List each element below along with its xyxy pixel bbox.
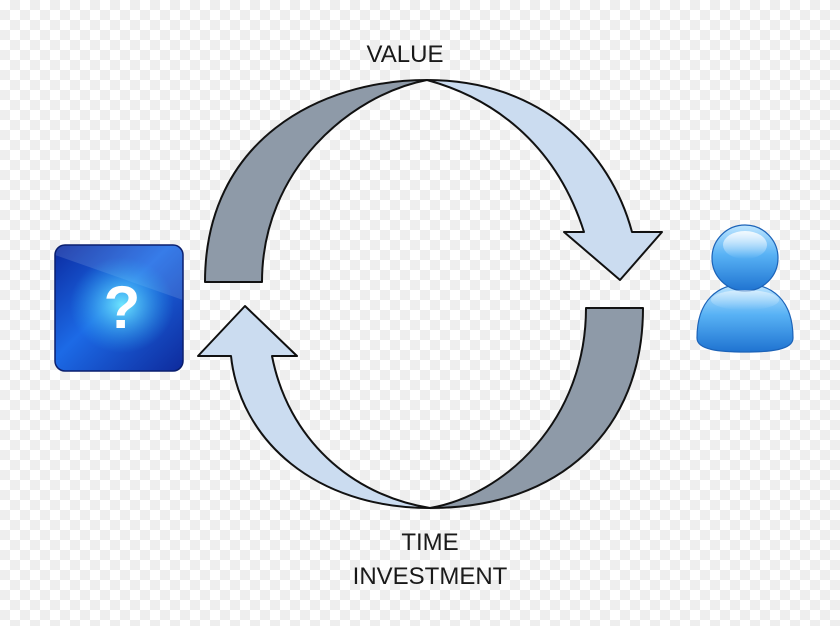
value-label: VALUE bbox=[366, 41, 444, 68]
bottom-arrow-dark-band bbox=[429, 307, 644, 509]
question-mark-glyph: ? bbox=[104, 274, 141, 341]
time-investment-label: TIME INVESTMENT bbox=[300, 526, 560, 594]
top-arrow-dark-band bbox=[204, 79, 428, 283]
time-investment-label-line2: INVESTMENT bbox=[352, 563, 508, 590]
top-arrow-light-band bbox=[426, 79, 663, 281]
time-investment-label-line1: TIME bbox=[401, 529, 459, 556]
question-mark-tile-icon: ? bbox=[54, 244, 184, 372]
bottom-arrow-light-band bbox=[197, 305, 431, 509]
user-icon bbox=[696, 224, 794, 353]
